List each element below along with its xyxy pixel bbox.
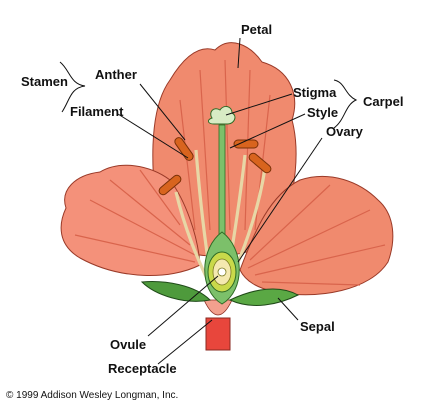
label-carpel: Carpel [363, 94, 403, 109]
label-stamen: Stamen [21, 74, 68, 89]
label-filament: Filament [70, 104, 124, 119]
ovule [217, 267, 227, 277]
label-stigma: Stigma [293, 85, 337, 100]
label-anther: Anther [95, 67, 137, 82]
stem [205, 317, 231, 351]
label-receptacle: Receptacle [108, 361, 177, 376]
label-petal: Petal [241, 22, 272, 37]
anthers [158, 137, 272, 196]
label-ovule: Ovule [110, 337, 146, 352]
copyright-text: © 1999 Addison Wesley Longman, Inc. [6, 390, 178, 401]
label-sepal: Sepal [300, 319, 335, 334]
sepal-right [228, 288, 300, 306]
style [218, 124, 226, 236]
receptacle [203, 299, 233, 316]
label-ovary: Ovary [326, 124, 364, 139]
label-style: Style [307, 105, 338, 120]
sepal-left [140, 281, 212, 302]
